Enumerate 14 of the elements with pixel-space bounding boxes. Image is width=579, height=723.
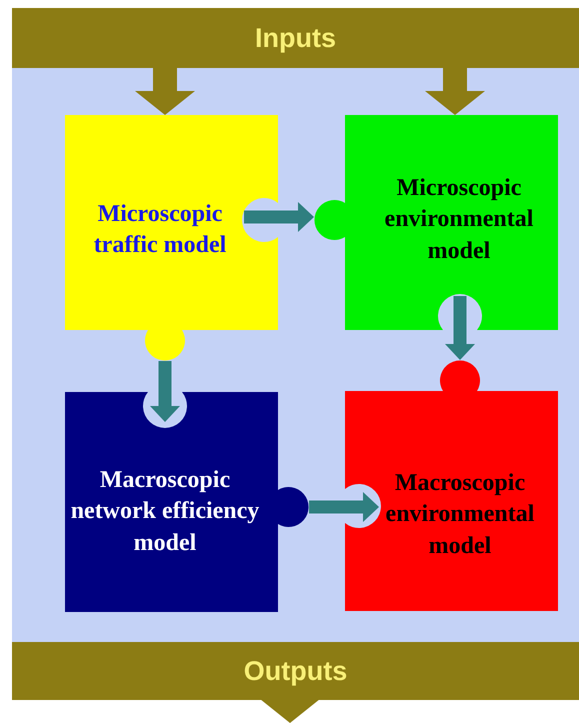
arrow bbox=[244, 202, 314, 232]
arrow bbox=[150, 361, 180, 422]
arrow bbox=[309, 492, 379, 522]
band-label: Inputs bbox=[255, 22, 336, 54]
arrow bbox=[135, 68, 195, 115]
piece-label: Macroscopic network efficiency model bbox=[70, 466, 260, 558]
arrow bbox=[260, 699, 320, 723]
header-band bbox=[12, 8, 579, 68]
piece-label: Microscopic traffic model bbox=[92, 200, 228, 260]
band-label: Outputs bbox=[244, 656, 348, 686]
arrow bbox=[425, 68, 485, 115]
arrow bbox=[445, 296, 475, 360]
piece-label: Macroscopic environmental model bbox=[384, 469, 536, 561]
piece-label: Microscopic environmental model bbox=[384, 174, 534, 266]
